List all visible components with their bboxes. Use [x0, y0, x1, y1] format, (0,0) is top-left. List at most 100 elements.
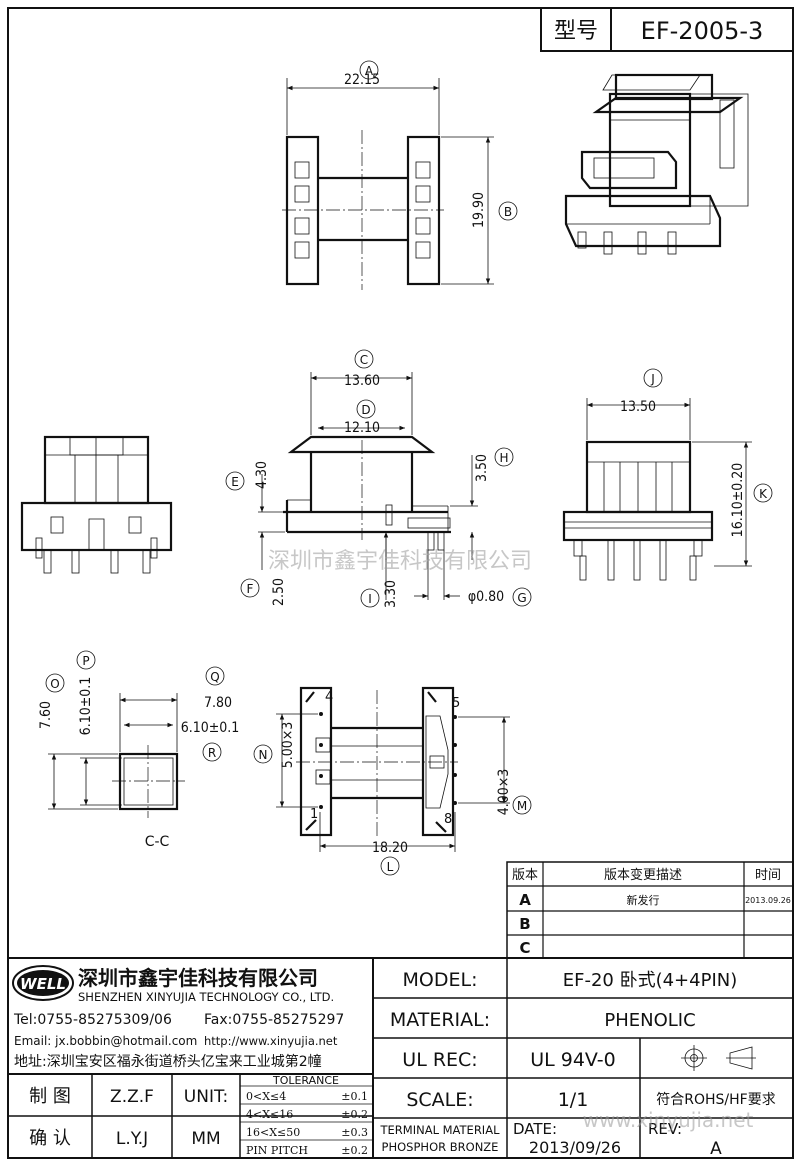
logo-text: WELL — [20, 975, 66, 993]
rev-value: A — [710, 1139, 722, 1159]
dim-q-value: 7.80 — [204, 695, 232, 711]
dim-m-letter: M — [517, 799, 527, 813]
drawn-label: 制 图 — [29, 1086, 71, 1107]
tolerance-title: TOLERANCE — [272, 1074, 339, 1087]
dim-k-letter: K — [759, 487, 768, 501]
dim-a-letter: A — [365, 64, 374, 78]
dim-p-letter: P — [82, 654, 89, 668]
rev-row-b-version: B — [519, 915, 530, 933]
unit-label: UNIT: — [184, 1087, 228, 1107]
dim-r-value: 6.10±0.1 — [181, 720, 240, 736]
material-field-label: MATERIAL: — [390, 1009, 490, 1031]
tolerance-value-1: ±0.1 — [341, 1090, 368, 1103]
watermark-company: 深圳市鑫宇佳科技有限公司 — [268, 549, 532, 574]
dim-b-value: 19.90 — [471, 192, 487, 228]
terminal-material-label: TERMINAL MATERIAL — [380, 1123, 501, 1137]
front-center-view: 13.60 C 12.10 D 4.30 2.50 E F 3.50 H 3.3… — [225, 349, 532, 608]
sheet-border — [7, 7, 794, 1159]
dim-i-letter: I — [368, 592, 372, 606]
dim-a-value: 22.15 — [344, 72, 380, 88]
rev-row-a-description: 新发行 — [627, 893, 660, 907]
dim-o-value: 7.60 — [38, 701, 54, 729]
company-tel: Tel:0755-85275309/06 — [13, 1012, 172, 1028]
rev-row-a-date: 2013.09.26 — [745, 896, 791, 905]
dim-c-value: 13.60 — [344, 373, 380, 389]
front-left-view — [20, 435, 173, 574]
dim-h-value: 3.50 — [474, 454, 490, 482]
dim-f-value: 2.50 — [271, 578, 287, 606]
company-email: Email: jx.bobbin@hotmail.com — [14, 1034, 197, 1048]
terminal-material-value: PHOSPHOR BRONZE — [382, 1140, 499, 1154]
dim-n-value: 5.00×3 — [280, 722, 296, 769]
company-fax: Fax:0755-85275297 — [204, 1012, 344, 1028]
dim-m-value: 4.00×3 — [496, 769, 512, 816]
tolerance-value-3: ±0.3 — [341, 1126, 368, 1139]
model-field-label: MODEL: — [403, 969, 478, 991]
side-right-view: 13.50 J 16.10±0.20 K — [562, 368, 773, 581]
top-view: 22.15 A 19.90 B — [282, 60, 518, 290]
dim-k-value: 16.10±0.20 — [730, 463, 746, 538]
dim-c-letter: C — [360, 353, 368, 367]
rev-row-a-version: A — [519, 891, 531, 909]
model-header: 型号 EF-2005-3 — [540, 7, 794, 52]
ulrec-field-value: UL 94V-0 — [530, 1049, 616, 1071]
isometric-view — [564, 73, 749, 255]
dim-r-letter: R — [208, 746, 216, 760]
rev-header-version: 版本 — [512, 868, 538, 883]
dim-j-value: 13.50 — [620, 399, 656, 415]
date-value: 2013/09/26 — [529, 1138, 621, 1157]
tolerance-value-2: ±0.2 — [341, 1108, 368, 1121]
scale-field-label: SCALE: — [406, 1089, 473, 1111]
dim-d-value: 12.10 — [344, 420, 380, 436]
dim-e-letter: E — [231, 475, 239, 489]
bottom-view: 4 1 5 8 5.00×3 N 4.00×3 M 18.20 L — [253, 686, 532, 876]
tolerance-range-1: 0<X≤4 — [246, 1090, 286, 1103]
revision-table: 版本 版本变更描述 时间 A 新发行 2013.09.26 B C — [506, 861, 794, 959]
date-label: DATE: — [513, 1120, 557, 1138]
tolerance-value-4: ±0.2 — [341, 1144, 368, 1157]
dim-h-letter: H — [499, 451, 508, 465]
dim-j-letter: J — [650, 372, 655, 386]
rohs-statement: 符合ROHS/HF要求 — [656, 1092, 775, 1108]
check-label: 确 认 — [29, 1128, 71, 1149]
check-value: L.Y.J — [116, 1129, 148, 1149]
scale-field-value: 1/1 — [558, 1089, 589, 1111]
drawn-value: Z.Z.F — [110, 1087, 154, 1107]
company-name-en: SHENZHEN XINYUJIA TECHNOLOGY CO., LTD. — [78, 990, 334, 1004]
dim-b-letter: B — [504, 205, 512, 219]
pin-5-label: 5 — [452, 696, 460, 711]
pin-8-label: 8 — [444, 812, 452, 827]
dim-d-letter: D — [361, 403, 370, 417]
rev-label: REV: — [648, 1120, 682, 1138]
material-field-value: PHENOLIC — [604, 1010, 695, 1031]
rev-header-date: 时间 — [755, 868, 781, 883]
model-field-value: EF-20 卧式(4+4PIN) — [563, 970, 738, 991]
dim-q-letter: Q — [210, 670, 219, 684]
pin-4-label: 4 — [325, 690, 333, 705]
company-logo: WELL — [12, 965, 74, 1001]
tolerance-range-4: PIN PITCH — [246, 1144, 308, 1157]
dim-l-letter: L — [387, 860, 394, 874]
projection-symbol — [681, 1045, 756, 1071]
rev-row-c-version: C — [519, 939, 530, 957]
watermark-url: www.xinyujia.net — [583, 1108, 754, 1132]
dim-n-letter: N — [259, 748, 268, 762]
dim-i-value: 3.30 — [383, 580, 399, 608]
dim-g-value: φ0.80 — [468, 589, 504, 605]
dim-g-letter: G — [517, 591, 526, 605]
company-name-cn: 深圳市鑫宇佳科技有限公司 — [78, 966, 318, 990]
dim-l-value: 18.20 — [372, 840, 408, 856]
dim-e-value: 4.30 — [254, 461, 270, 489]
model-code: EF-2005-3 — [641, 17, 764, 45]
section-label: C-C — [145, 834, 170, 850]
company-address: 地址:深圳宝安区福永街道桥头亿宝来工业城第2幢 — [14, 1053, 322, 1070]
unit-value: MM — [191, 1129, 220, 1149]
dim-o-letter: O — [50, 677, 59, 691]
title-block: WELL 深圳市鑫宇佳科技有限公司 SHENZHEN XINYUJIA TECH… — [8, 957, 793, 1159]
tolerance-range-3: 16<X≤50 — [246, 1126, 300, 1139]
pin-1-label: 1 — [310, 807, 318, 822]
ulrec-field-label: UL REC: — [402, 1049, 477, 1071]
model-label: 型号 — [554, 19, 598, 44]
dim-f-letter: F — [247, 582, 254, 596]
